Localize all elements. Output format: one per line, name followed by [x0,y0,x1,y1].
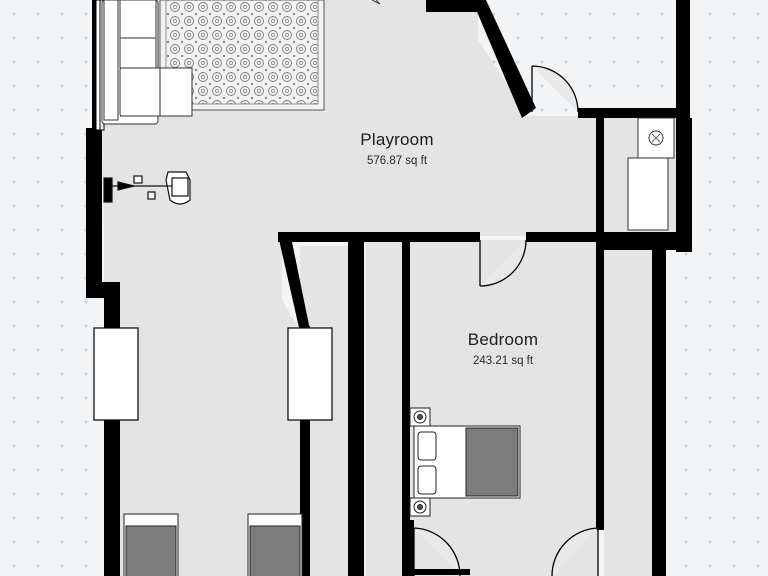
single-beds [123,513,303,576]
wall-bedroom-right [596,240,604,530]
double-bed [409,407,521,517]
wall-playroom-bottom-right [598,232,692,250]
door-side-room [551,527,599,576]
room-label-bedroom: Bedroom 243.21 sq ft [468,330,538,367]
room-area: 243.21 sq ft [472,355,534,367]
wall-diagonal-hall [278,232,310,332]
door-bedroom [479,239,527,287]
side-room-floor [604,240,652,576]
wall-top-right-bottom [578,108,682,118]
wall-bedroom-bottom-left [404,520,414,576]
utility-fixtures [627,117,675,231]
wall-corridor-right [348,240,364,576]
sofa [101,0,193,125]
hall-floor-left [104,236,300,576]
wall-playroom-bottom-mid [278,232,480,242]
wall-corridor-left [300,326,310,576]
wall-passage-right [402,240,410,576]
wall-right-mid [676,118,692,252]
wall-right-upper [676,0,690,118]
door-top-right [531,65,579,113]
small-furniture [103,171,191,205]
bedroom-floor [410,240,598,576]
decor-mark [371,0,381,5]
room-label-playroom: Playroom 576.87 sq ft [360,130,433,167]
wall-far-right [652,244,666,576]
room-name: Playroom [360,130,434,149]
wall-left-lower [104,282,120,576]
door-bedroom-bottom [413,527,461,576]
floor-areas [100,0,688,576]
room-name: Bedroom [467,330,539,349]
wardrobes [93,327,333,421]
doors [410,65,599,576]
wall-left-upper [86,128,102,298]
room-area: 576.87 sq ft [366,155,428,167]
wall-diagonal-top [472,0,536,118]
passage-floor [366,240,404,576]
wall-top-stub [426,0,480,12]
wall-playroom-bottom-door-right [526,232,602,242]
wall-utility-left [596,108,604,240]
